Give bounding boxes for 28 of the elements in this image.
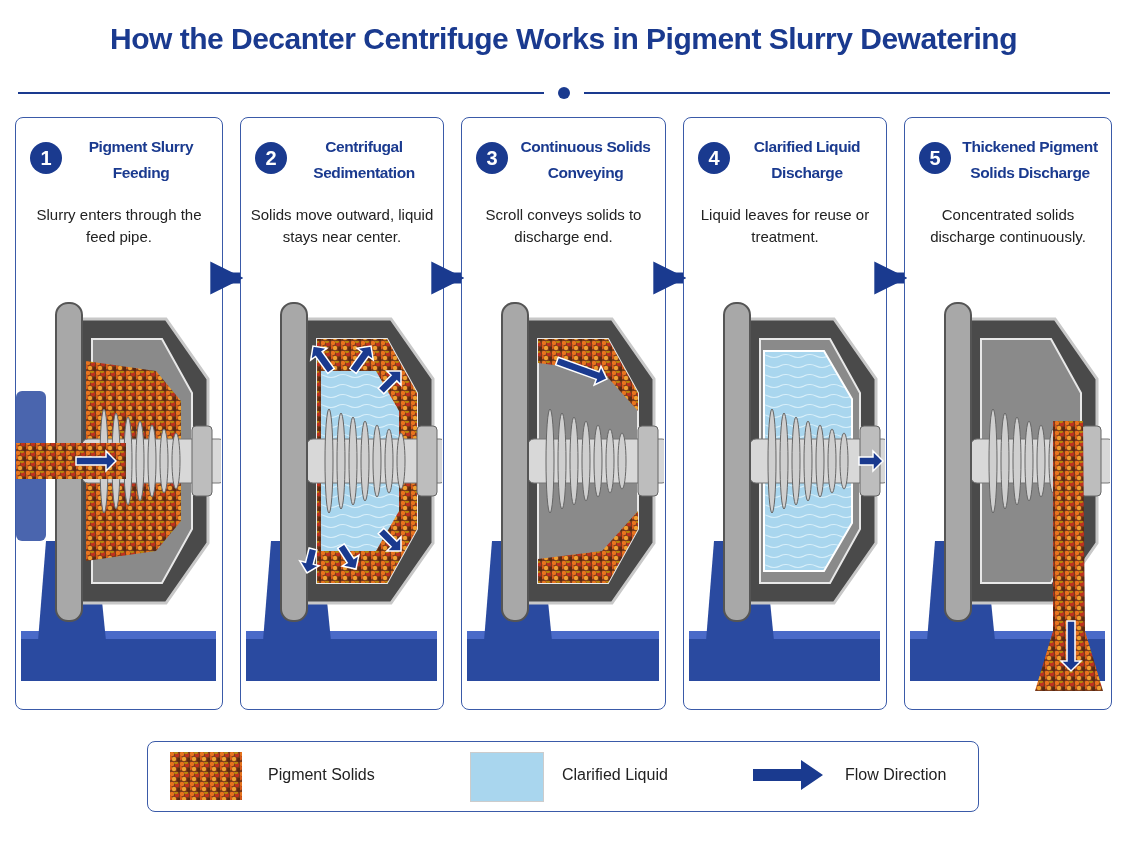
flow-arrow	[431, 261, 465, 295]
step-description: Solids move outward, liquid stays near center.	[249, 205, 435, 247]
step-panel	[904, 117, 1112, 710]
step-description: Slurry enters through the feed pipe.	[35, 205, 203, 247]
step-panel	[15, 117, 223, 710]
step-description: Concentrated solids discharge continuously.	[929, 205, 1087, 247]
flow-arrow	[874, 261, 908, 295]
step-panel	[461, 117, 666, 710]
step-number: 2	[255, 142, 287, 174]
step-number: 5	[919, 142, 951, 174]
step-heading: Clarified Liquid Discharge	[752, 137, 862, 183]
flow-arrow	[653, 261, 687, 295]
step-description: Liquid leaves for reuse or treatment.	[699, 205, 871, 247]
step-panel	[683, 117, 887, 710]
legend-label: Flow Direction	[845, 766, 947, 784]
step-heading: Continuous Solids Conveying	[519, 137, 652, 183]
step-panel	[240, 117, 444, 710]
step-heading: Pigment Slurry Feeding	[87, 137, 195, 183]
step-heading: Thickened Pigment Solids Discharge	[961, 137, 1099, 183]
step-heading: Centrifugal Sedimentation	[312, 137, 416, 183]
diagram-title: How the Decanter Centrifuge Works in Pigment Slurry Dewatering	[109, 22, 1018, 56]
step-number: 1	[30, 142, 62, 174]
step-number: 4	[698, 142, 730, 174]
step-description: Scroll conveys solids to discharge end.	[484, 205, 643, 247]
flow-arrow	[210, 261, 244, 295]
legend-label: Pigment Solids	[268, 766, 375, 784]
step-number: 3	[476, 142, 508, 174]
legend-label: Clarified Liquid	[562, 766, 668, 784]
